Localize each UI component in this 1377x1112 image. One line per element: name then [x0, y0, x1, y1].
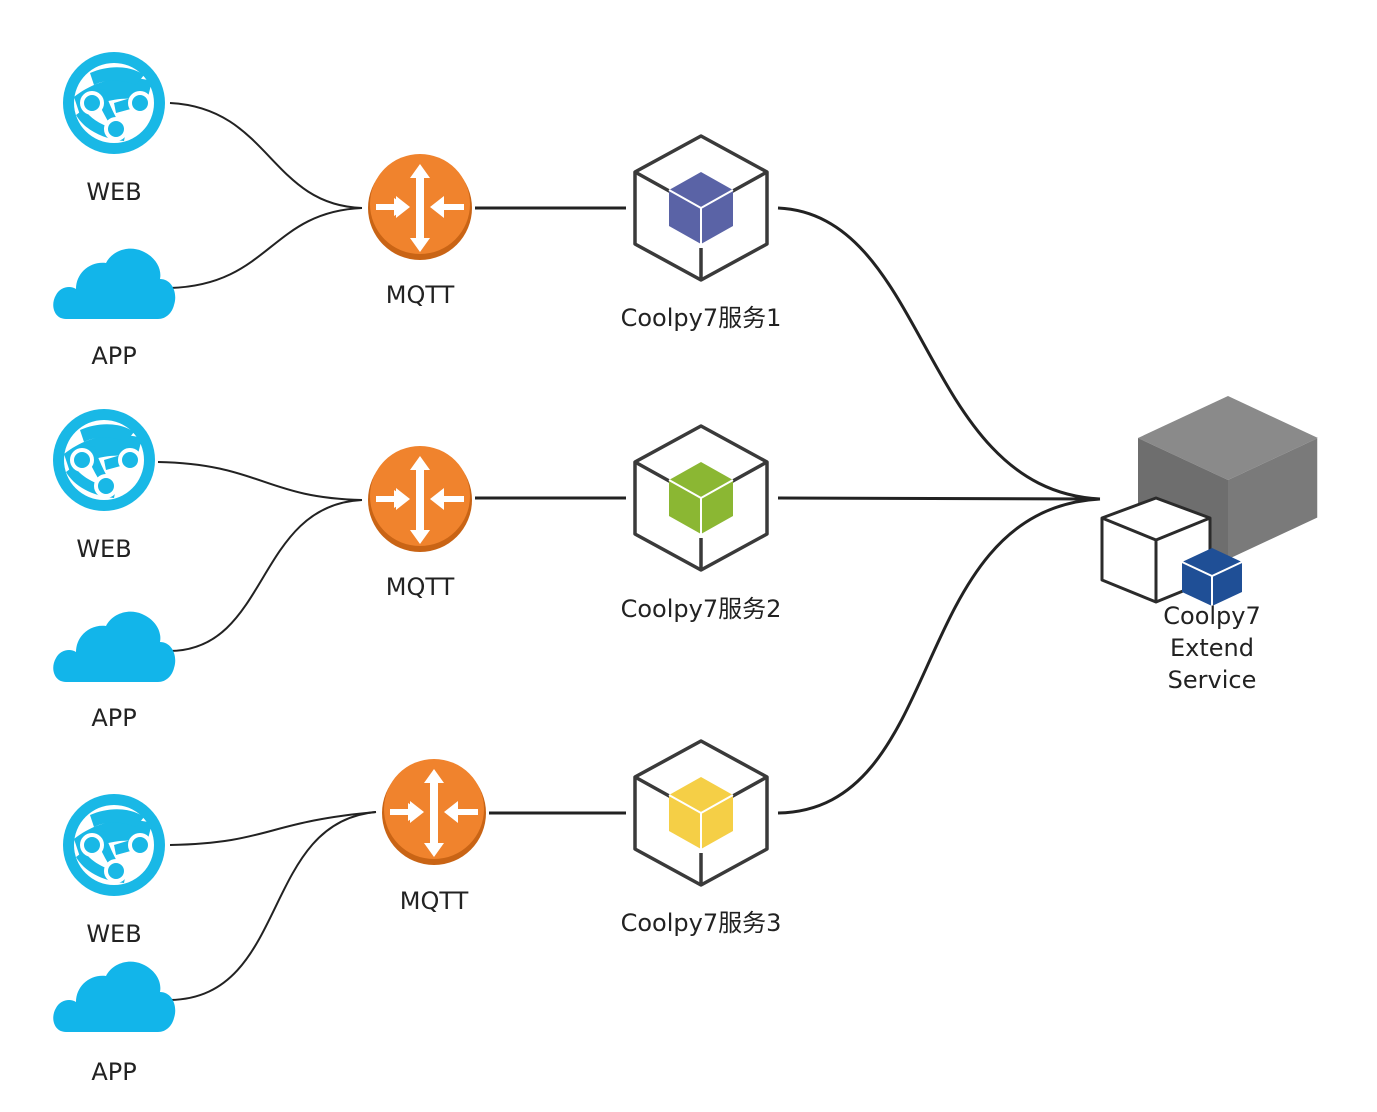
service-cube-icon	[633, 134, 769, 282]
mqtt-label: MQTT	[400, 887, 469, 915]
connector-app3-mqtt3	[169, 811, 377, 1001]
app-label: APP	[91, 1058, 136, 1086]
mqtt-router-icon	[368, 154, 472, 260]
app-cloud-icon	[53, 248, 176, 319]
mqtt-router-icon	[382, 759, 486, 865]
mqtt-label: MQTT	[386, 573, 455, 601]
group-3: WEB APP MQTT Coolpy7服务3	[53, 739, 782, 1086]
web-label: WEB	[76, 535, 131, 563]
web-label: WEB	[86, 920, 141, 948]
web-globe-icon	[61, 50, 167, 156]
extend-service-label-line-2: Extend	[1170, 634, 1254, 662]
app-cloud-icon	[53, 611, 176, 682]
service-label: Coolpy7服务3	[621, 909, 782, 937]
extend-service-label-line-3: Service	[1168, 666, 1257, 694]
app-label: APP	[91, 342, 136, 370]
service-cube-icon	[633, 739, 769, 887]
extend-service-cubes-icon	[1100, 396, 1319, 606]
app-label: APP	[91, 704, 136, 732]
connector-service2-extend	[777, 496, 1101, 501]
group-2: WEB APP MQTT Coolpy7服务2	[51, 407, 782, 732]
connector-web2-mqtt2	[157, 461, 363, 501]
connector-web3-mqtt3	[169, 811, 377, 846]
extend-service: Coolpy7 Extend Service	[1100, 396, 1319, 694]
connectors	[157, 102, 1101, 1001]
connector-app1-mqtt1	[169, 207, 363, 289]
extend-service-label-line-1: Coolpy7	[1163, 602, 1261, 630]
group-1: WEB APP MQTT Coolpy7服务1	[53, 50, 782, 370]
connector-app2-mqtt2	[169, 499, 363, 652]
web-globe-icon	[61, 792, 167, 898]
connector-web1-mqtt1	[169, 102, 363, 209]
connector-service1-extend	[777, 206, 1101, 501]
connector-service3-extend	[777, 497, 1101, 815]
service-cube-icon	[633, 424, 769, 572]
app-cloud-icon	[53, 961, 176, 1032]
mqtt-router-icon	[368, 446, 472, 552]
service-label: Coolpy7服务2	[621, 595, 782, 623]
mqtt-label: MQTT	[386, 281, 455, 309]
web-globe-icon	[51, 407, 157, 513]
service-label: Coolpy7服务1	[621, 304, 782, 332]
web-label: WEB	[86, 178, 141, 206]
